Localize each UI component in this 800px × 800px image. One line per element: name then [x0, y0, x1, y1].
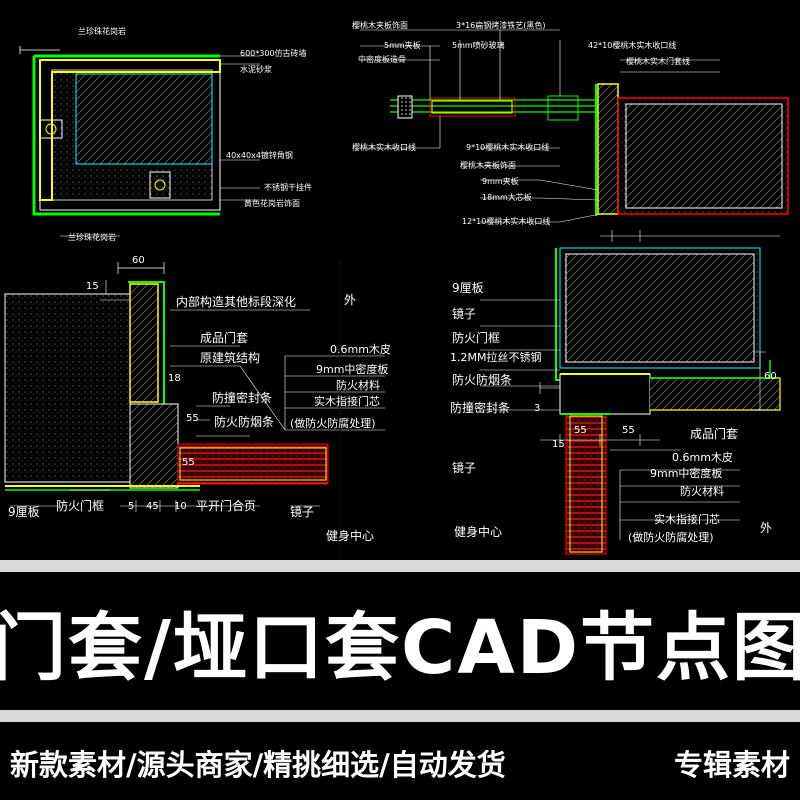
bl-dim-5: 5 — [128, 501, 135, 512]
br-label-6: 成品门套 — [690, 427, 739, 441]
bl-dim-4: 55 — [182, 457, 195, 468]
bottom-right-detail — [480, 247, 781, 555]
bl-label-2: 成品门套 — [200, 331, 249, 345]
footer-banner: 新款素材/源头商家/精挑细选/自动发货 专辑素材 — [0, 722, 800, 800]
bl-label-15: 健身中心 — [326, 529, 375, 543]
bl-label-8: 实木指接门芯 — [314, 395, 380, 408]
bl-label-6: 防撞密封条 — [212, 391, 273, 405]
br-label-0: 9厘板 — [452, 281, 484, 295]
tl-label-3: 40x40x4镀锌角钢 — [226, 151, 293, 160]
br-label-14: 健身中心 — [454, 525, 503, 539]
footer-tagline: 新款素材/源头商家/精挑细选/自动发货 — [10, 748, 506, 782]
bl-dim-6: 45 — [146, 501, 159, 512]
bl-dim-2: 18 — [168, 373, 181, 384]
tr-label-6: 樱桃木实木门套线 — [626, 57, 690, 66]
bl-label-7: 防火材料 — [336, 379, 380, 392]
bl-label-13: 平开门合页 — [196, 499, 257, 513]
br-label-10: 防火材料 — [680, 485, 724, 498]
br-dim-3: 55 — [622, 425, 635, 436]
br-label-4: 防火防烟条 — [452, 373, 513, 387]
tr-label-9: 樱桃木夹板饰面 — [460, 161, 516, 170]
br-dim-4: 15 — [552, 439, 565, 450]
br-label-13: 外 — [760, 521, 773, 535]
tr-label-8: 9*10樱桃木实木收口线 — [466, 143, 550, 152]
br-dim-1: 3 — [534, 403, 541, 414]
bl-label-4: 0.6mm木皮 — [330, 343, 391, 356]
tr-label-12: 12*10樱桃木实木收口线 — [462, 217, 551, 226]
bl-label-5: 9mm中密度板 — [316, 363, 389, 376]
bl-dim-0: 60 — [132, 255, 145, 266]
tl-label-0: 兰珍珠花岗岩 — [78, 27, 126, 36]
br-label-3: 1.2MM拉丝不锈钢 — [450, 351, 542, 364]
tl-label-4: 不锈钢干挂件 — [264, 183, 312, 192]
tr-label-4: 42*10樱桃木实木收口线 — [588, 41, 677, 50]
bl-label-0: 内部构造其他标段深化 — [176, 295, 297, 309]
br-label-11: 实木指接门芯 — [654, 513, 720, 526]
tr-label-3: 5mm喷砂玻璃 — [452, 41, 505, 50]
bl-label-1: 外 — [344, 293, 357, 307]
page-title: 门套/垭口套CAD节点图 — [0, 604, 800, 691]
tl-label-2: 水泥砂浆 — [240, 65, 272, 74]
bl-label-12: 防火门框 — [56, 499, 105, 513]
bl-label-14: 镜子 — [290, 505, 315, 519]
tr-label-10: 9mm夹板 — [482, 177, 519, 186]
footer-collection-label: 专辑素材 — [673, 748, 790, 782]
bl-label-3: 原建筑结构 — [200, 351, 261, 365]
br-label-9: 9mm中密度板 — [650, 467, 723, 480]
tr-label-5: 中密度板造骨 — [358, 55, 406, 64]
bl-dim-3: 55 — [186, 413, 199, 424]
br-label-2: 防火门框 — [452, 331, 501, 345]
tr-label-0: 樱桃木夹板饰面 — [352, 21, 408, 30]
br-label-5: 防撞密封条 — [450, 401, 511, 415]
bl-label-11: 9厘板 — [8, 505, 40, 519]
br-label-8: 0.6mm木皮 — [672, 451, 733, 464]
tl-label-6: 兰珍珠花岗岩 — [68, 233, 116, 242]
bl-label-10: (做防火防腐处理) — [290, 417, 376, 430]
separator-bar-lower — [0, 710, 800, 722]
top-left-detail — [19, 46, 260, 237]
br-dim-2: 55 — [574, 425, 587, 436]
tr-label-7: 樱桃木实木收口线 — [352, 143, 416, 152]
bl-label-9: 防火防烟条 — [214, 415, 275, 429]
tl-label-5: 黄色花岗岩饰面 — [244, 199, 300, 208]
separator-bar — [0, 560, 800, 572]
tr-label-11: 18mm大芯板 — [482, 193, 532, 202]
tr-label-2: 5mm夹板 — [384, 41, 421, 50]
br-dim-0: 60 — [764, 371, 777, 382]
bottom-left-detail — [4, 262, 385, 512]
tr-label-1: 3*16扁钢烤漆铁艺(黑色) — [456, 21, 546, 30]
br-label-7: 镜子 — [452, 461, 477, 475]
bl-dim-7: 10 — [174, 501, 187, 512]
top-right-detail — [360, 29, 789, 242]
br-label-12: (做防火防腐处理) — [628, 531, 714, 544]
br-label-1: 镜子 — [452, 307, 477, 321]
tl-label-1: 600*300仿古砖墙 — [240, 49, 307, 58]
bl-dim-1: 15 — [86, 281, 99, 292]
cad-drawing-area — [4, 29, 789, 560]
title-band: 门套/垭口套CAD节点图 — [0, 572, 800, 710]
